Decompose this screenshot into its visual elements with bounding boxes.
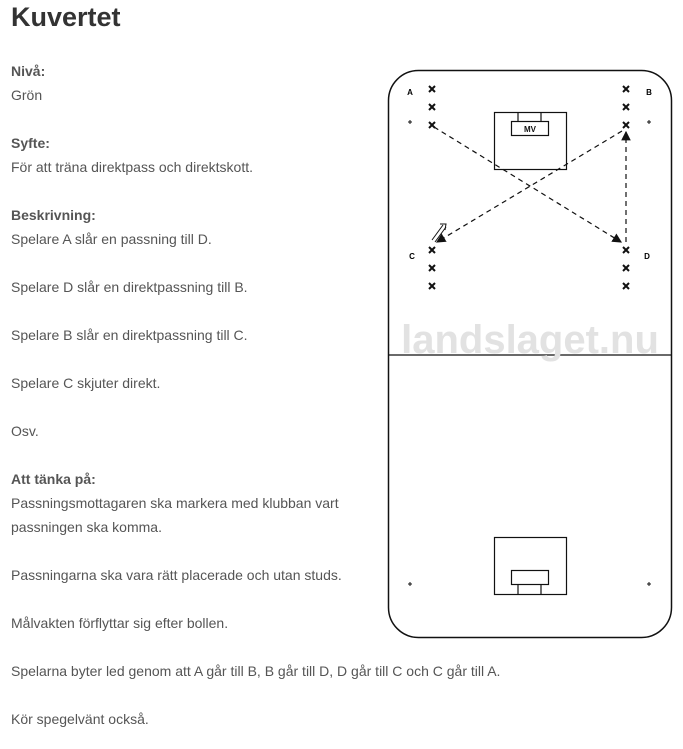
pass-a-to-d (433, 126, 623, 243)
beskrivning-step: Osv. (11, 423, 39, 439)
beskrivning-step: Spelare D slår en direktpassning till B. (11, 279, 248, 295)
player-markers (428, 85, 630, 290)
player-x-icon (428, 103, 436, 111)
drill-description: Nivå: Grön Syfte: För att träna direktpa… (11, 59, 500, 731)
top-goal-area (493, 111, 568, 171)
plus-marks (408, 120, 651, 586)
label-d: D (644, 252, 650, 261)
player-x-icon (622, 264, 630, 272)
tanka-item: Spelarna byter led genom att A går till … (11, 663, 501, 679)
page-title: Kuvertet (11, 2, 121, 32)
niva-label: Nivå: (11, 63, 46, 79)
watermark: landslaget.nu (401, 318, 659, 362)
label-c: C (409, 252, 415, 261)
label-a: A (407, 88, 413, 97)
player-x-icon (622, 103, 630, 111)
tanka-item: Passningarna ska vara rätt placerade och… (11, 567, 342, 583)
beskrivning-label: Beskrivning: (11, 207, 96, 223)
player-x-icon (622, 282, 630, 290)
player-x-icon (428, 264, 436, 272)
niva-value: Grön (11, 87, 43, 103)
syfte-label: Syfte: (11, 135, 50, 151)
shot-arrow-icon (431, 223, 447, 243)
rink-outline (387, 69, 673, 639)
player-x-icon (428, 85, 436, 93)
tanka-item: Passningsmottagaren ska markera med klub… (11, 495, 339, 535)
beskrivning-step: Spelare A slår en passning till D. (11, 231, 212, 247)
tanka-item: Kör spegelvänt också. (11, 711, 149, 727)
tanka-item: Målvakten förflyttar sig efter bollen. (11, 615, 229, 631)
player-x-icon (428, 246, 436, 254)
player-x-icon (622, 121, 630, 129)
goalkeeper-label: MV (524, 125, 537, 134)
label-b: B (646, 88, 652, 97)
syfte-value: För att träna direktpass och direktskott… (11, 159, 253, 175)
tanka-label: Att tänka på: (11, 471, 96, 487)
player-x-icon (428, 282, 436, 290)
player-x-icon (622, 246, 630, 254)
pass-arrows (433, 126, 631, 243)
bottom-goal-area (493, 536, 568, 596)
beskrivning-step: Spelare C skjuter direkt. (11, 375, 161, 391)
beskrivning-step: Spelare B slår en direktpassning till C. (11, 327, 248, 343)
player-x-icon (622, 85, 630, 93)
